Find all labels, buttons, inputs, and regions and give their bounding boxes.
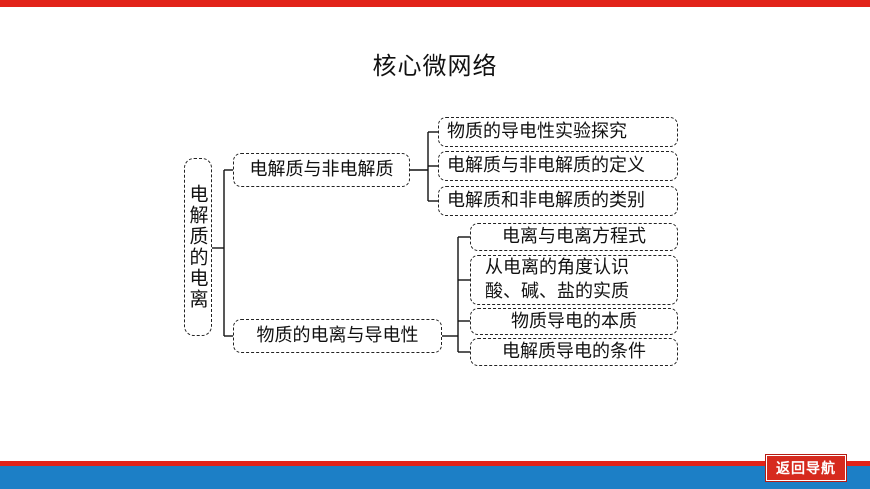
leaf-node-conduction-conditions: 电解质导电的条件 <box>470 338 678 366</box>
root-node: 电解质的电离 <box>184 158 212 336</box>
leaf-node-conductivity-experiment: 物质的导电性实验探究 <box>438 117 678 147</box>
leaf-node-conduction-essence: 物质导电的本质 <box>470 308 678 335</box>
leaf-node-acid-base-salt-line2: 酸、碱、盐的实质 <box>485 281 629 302</box>
bottom-bar <box>0 461 870 489</box>
leaf-node-ionization-equation: 电离与电离方程式 <box>470 223 678 251</box>
branch-node-electrolyte-nonelectrolyte: 电解质与非电解质 <box>233 153 410 187</box>
leaf-node-definition: 电解质与非电解质的定义 <box>438 151 678 181</box>
leaf-node-acid-base-salt-essence: 从电离的角度认识 酸、碱、盐的实质 <box>470 255 678 305</box>
top-accent-bar <box>0 0 870 7</box>
leaf-node-categories: 电解质和非电解质的类别 <box>438 186 678 216</box>
branch-node-ionization-conductivity: 物质的电离与导电性 <box>233 319 442 353</box>
leaf-node-acid-base-salt-line1: 从电离的角度认识 <box>485 256 629 278</box>
bottom-accent-line <box>0 461 870 466</box>
page-title: 核心微网络 <box>372 52 498 80</box>
back-navigation-button[interactable]: 返回导航 <box>765 454 847 482</box>
